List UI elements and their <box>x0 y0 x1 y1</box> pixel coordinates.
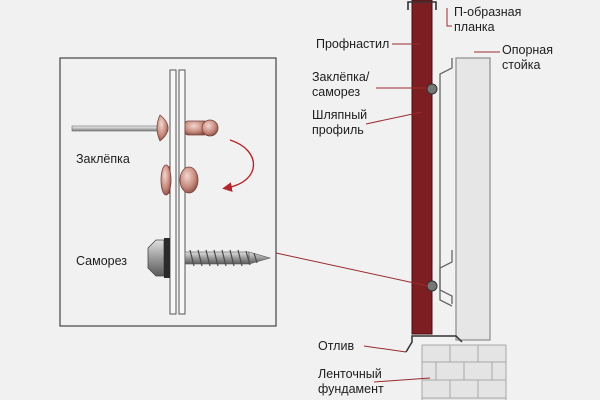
label-drip: Отлив <box>318 339 354 353</box>
strip-foundation <box>421 344 507 400</box>
label-p-strip-line2: планка <box>454 20 495 34</box>
label-hat-profile-line1: Шляпный <box>312 108 367 122</box>
drip-edge <box>405 335 463 353</box>
fastener-lower <box>426 280 438 292</box>
label-profnastil: Профнастил <box>316 37 389 51</box>
inset-plate-left <box>169 69 177 315</box>
support-post <box>455 57 491 341</box>
inset-connector <box>275 252 429 287</box>
inset-label-screw: Саморез <box>76 254 127 268</box>
label-p-strip-line1: П-образная <box>454 5 521 19</box>
profiled-sheet <box>411 0 433 335</box>
rivet-before <box>71 114 219 142</box>
label-foundation-line1: Ленточный <box>318 367 382 381</box>
inset-label-rivet: Заклёпка <box>76 152 130 166</box>
self-tapping-screw <box>147 238 272 278</box>
label-fastener-line2: саморез <box>312 85 360 99</box>
hat-profile <box>439 58 453 304</box>
label-foundation-line2: фундамент <box>318 382 384 396</box>
label-fastener-line1: Заклёпка/ <box>312 70 370 84</box>
rivet-after <box>160 164 199 196</box>
hat-profile-lower <box>439 250 453 307</box>
label-support-line2: стойка <box>502 58 541 72</box>
p-shaped-strip <box>407 1 437 10</box>
leader-lines <box>363 8 500 383</box>
label-support-line1: Опорная <box>502 43 553 57</box>
curved-arrow-icon <box>222 139 255 192</box>
fastener-upper <box>426 83 438 95</box>
inset-plate-right <box>178 69 186 315</box>
label-hat-profile-line2: профиль <box>312 123 364 137</box>
inset-detail: Заклёпка Саморез <box>59 57 277 327</box>
